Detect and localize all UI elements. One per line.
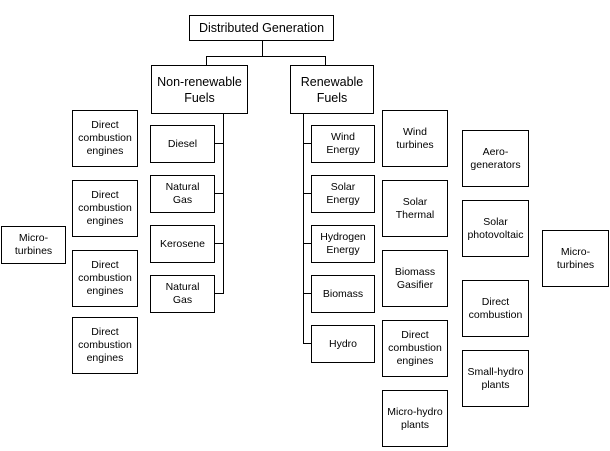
fuel-node: Kerosene <box>150 225 215 263</box>
connector <box>325 56 326 65</box>
technology-node: Direct combustion engines <box>72 317 138 374</box>
connector <box>206 56 207 65</box>
renewable-fuels-node: Renewable Fuels <box>290 65 374 114</box>
fuel-node: Wind Energy <box>311 125 375 163</box>
fuel-node: Hydrogen Energy <box>311 225 375 263</box>
technology-node: Direct combustion engines <box>382 320 448 377</box>
connector <box>214 143 224 144</box>
connector <box>303 343 312 344</box>
technology-node: Aero- generators <box>462 130 529 187</box>
non-renewable-fuels-node: Non-renewable Fuels <box>151 65 248 114</box>
fuel-node: Diesel <box>150 125 215 163</box>
technology-node: Direct combustion engines <box>72 180 138 237</box>
connector <box>303 113 304 344</box>
fuel-node: Natural Gas <box>150 275 215 313</box>
fuel-node: Solar Energy <box>311 175 375 213</box>
connector <box>214 193 224 194</box>
technology-node: Micro-hydro plants <box>382 390 448 447</box>
connector <box>303 143 312 144</box>
fuel-node: Natural Gas <box>150 175 215 213</box>
technology-node: Direct combustion engines <box>72 250 138 307</box>
connector <box>214 243 224 244</box>
connector <box>262 40 263 56</box>
connector <box>214 293 224 294</box>
technology-node: Small-hydro plants <box>462 350 529 407</box>
connector <box>206 56 326 57</box>
technology-node: Direct combustion engines <box>72 110 138 167</box>
root-node: Distributed Generation <box>189 15 334 41</box>
technology-node: Solar photovoltaic <box>462 200 529 257</box>
technology-node: Solar Thermal <box>382 180 448 237</box>
connector <box>303 293 312 294</box>
micro-turbines-node-right: Micro- turbines <box>542 230 609 287</box>
connector <box>303 193 312 194</box>
fuel-node: Biomass <box>311 275 375 313</box>
technology-node: Biomass Gasifier <box>382 250 448 307</box>
technology-node: Direct combustion <box>462 280 529 337</box>
fuel-node: Hydro <box>311 325 375 363</box>
technology-node: Wind turbines <box>382 110 448 167</box>
connector <box>223 113 224 294</box>
connector <box>303 243 312 244</box>
micro-turbines-node-left: Micro- turbines <box>1 226 66 264</box>
